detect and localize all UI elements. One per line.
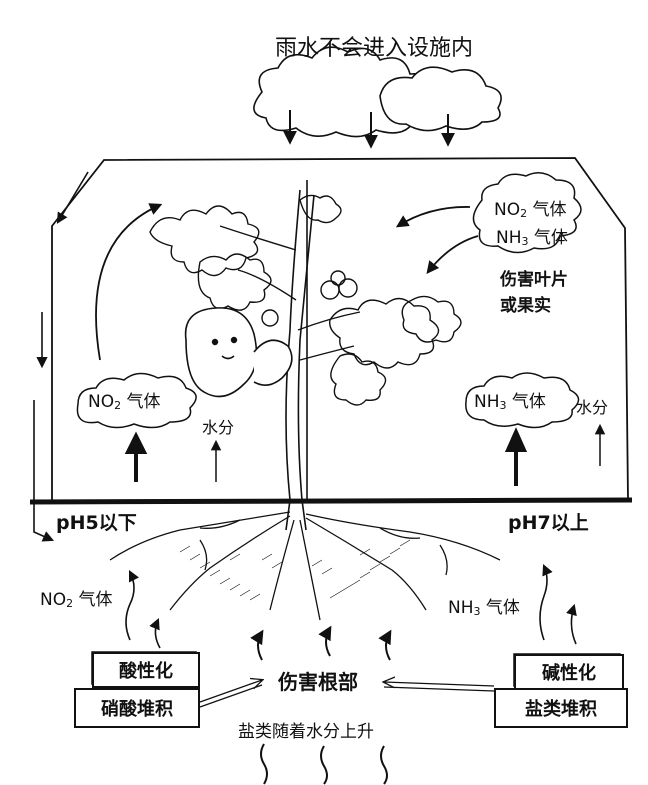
top-right-nh3: NH3 气体 [496, 228, 568, 248]
right-alkalization-box: 碱性化 [514, 654, 624, 690]
left-ph-label: pH5以下 [56, 512, 137, 534]
left-acidification-box: 酸性化 [92, 652, 200, 688]
right-water-label: 水分 [576, 398, 609, 417]
salt-rise-arrows [250, 625, 392, 785]
left-soil-gas-label: NO2 气体 [40, 590, 113, 610]
right-salt-box: 盐类堆积 [494, 688, 628, 728]
right-gas-label: NH3 气体 [474, 392, 546, 412]
roots [109, 511, 501, 621]
gas-character [184, 307, 293, 398]
left-gas-label: NO2 气体 [88, 392, 161, 412]
soil-hatching [179, 539, 411, 601]
soil-gas-arrows [125, 563, 577, 649]
greenhouse-frame [51, 157, 629, 502]
left-nitrate-box: 硝酸堆积 [74, 688, 200, 728]
right-soil-gas-label: NH3 气体 [448, 598, 520, 618]
top-right-no2: NO2 气体 [494, 200, 567, 220]
rain-arrows [283, 110, 455, 149]
ground-line [29, 497, 633, 505]
gas-flow-arrows [95, 203, 479, 361]
right-ph-label: pH7以上 [508, 512, 589, 534]
salt-rise-label: 盐类随着水分上升 [238, 722, 374, 742]
air-flow-arrows [33, 171, 89, 542]
title: 雨水不会进入设施内 [275, 36, 474, 61]
root-damage-label: 伤害根部 [278, 670, 358, 694]
gas-rise-arrows [124, 427, 528, 486]
hollow-arrows [199, 680, 495, 708]
rain-cloud [253, 46, 502, 138]
damage-leaves-line2: 或果实 [500, 296, 551, 316]
gas-clouds [76, 172, 582, 429]
water-rise-arrows [210, 423, 606, 482]
damage-leaves-line1: 伤害叶片 [500, 270, 568, 290]
plant [149, 180, 462, 531]
left-water-label: 水分 [202, 418, 235, 437]
